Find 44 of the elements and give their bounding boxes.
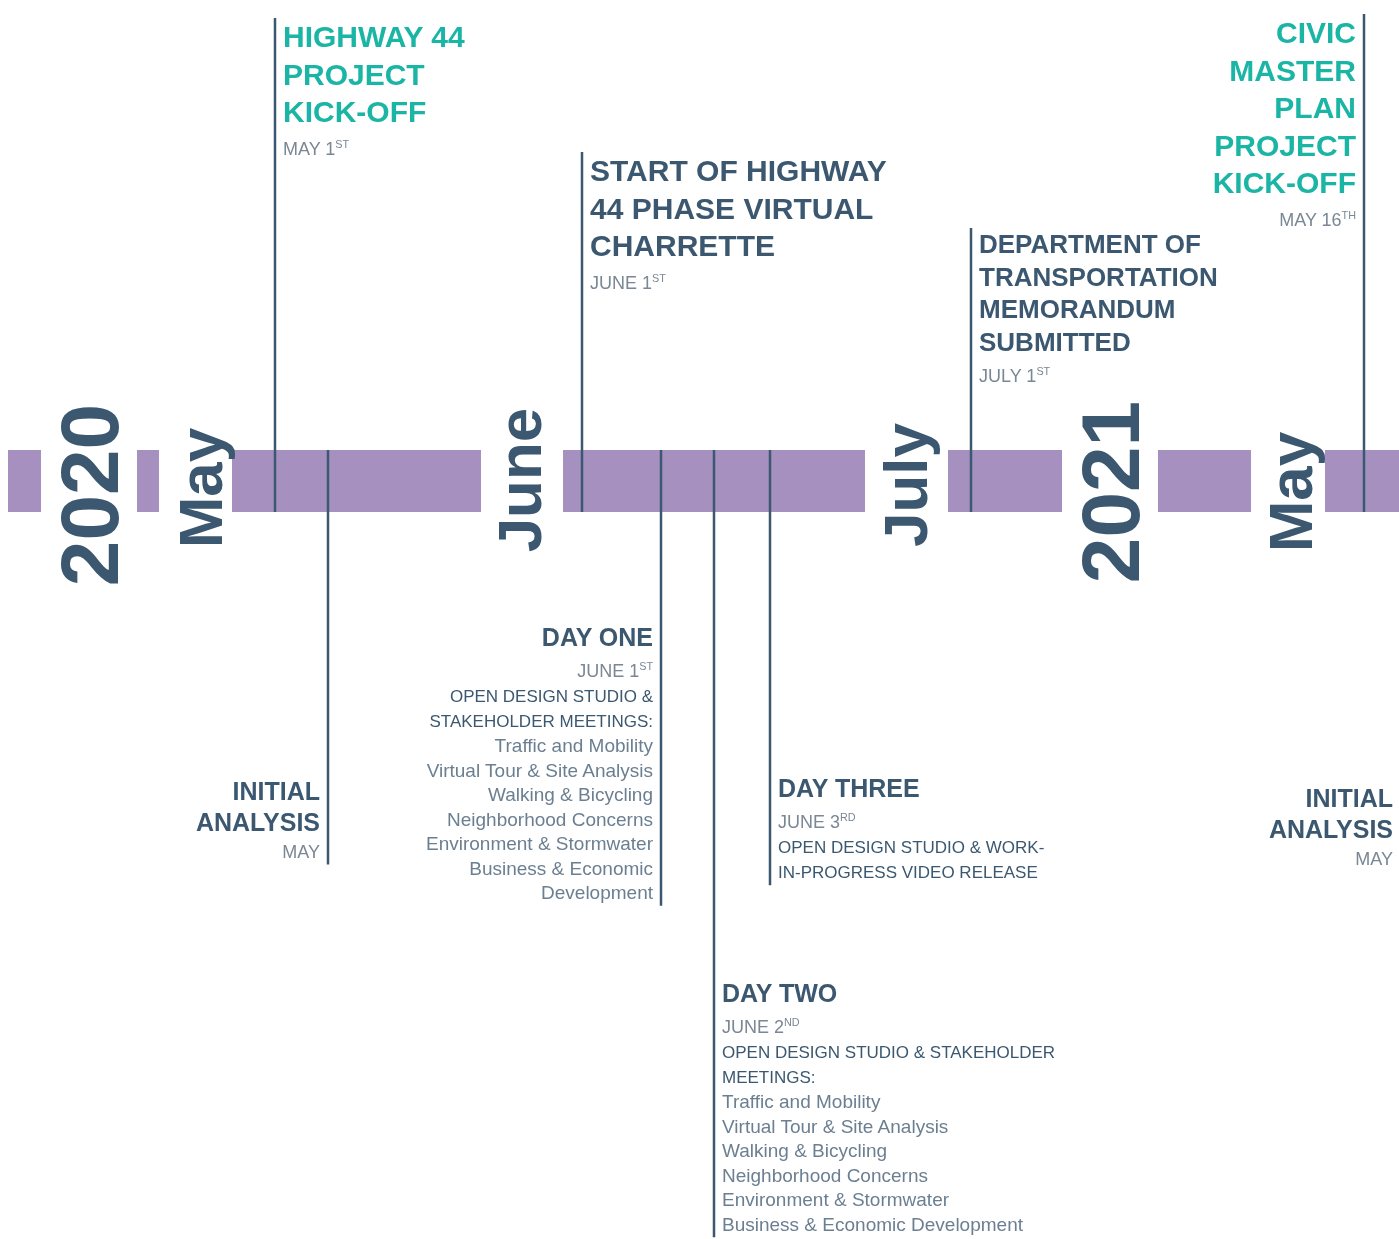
event-subtitle: OPEN DESIGN STUDIO & WORK-IN-PROGRESS VIDEO RELEASE xyxy=(778,837,1046,885)
leader-line xyxy=(1362,14,1366,512)
period-label: 2020 xyxy=(49,403,131,587)
event-date: JUNE 1$^{ST}$ xyxy=(576,659,653,684)
leader-line xyxy=(969,228,973,512)
event-subtitle: OPEN DESIGN STUDIO & STAKEHOLDER MEETINGS: xyxy=(722,1042,1057,1090)
topic-item: Environment & Stormwater xyxy=(424,832,653,857)
topic-item: Business & Economic Development xyxy=(722,1212,1024,1237)
event-date: MAY 1$^{ST}$ xyxy=(283,136,351,161)
topic-item: Walking & Bicycling xyxy=(486,783,653,808)
topic-item: Traffic and Mobility xyxy=(722,1090,882,1115)
event-title: CIVIC MASTER PLAN PROJECT KICK-OFF xyxy=(1211,15,1356,201)
event-date: MAY xyxy=(1354,847,1393,871)
event-title: DAY ONE xyxy=(540,622,653,653)
topic-item: Business & Economic Development xyxy=(468,856,653,906)
period-label: June xyxy=(489,407,551,553)
topic-item: Virtual Tour & Site Analysis xyxy=(722,1114,950,1139)
period-label: 2021 xyxy=(1070,400,1152,584)
event-title: DEPARTMENT OF TRANSPORTATION MEMORANDUM SUBMITTED xyxy=(979,228,1219,358)
topic-item: Neighborhood Concerns xyxy=(446,807,653,832)
topic-item: Neighborhood Concerns xyxy=(722,1163,929,1188)
event-date: MAY 16$^{TH}$ xyxy=(1278,207,1356,232)
topic-item: Walking & Bicycling xyxy=(722,1139,889,1164)
event-date: JUNE 2$^{ND}$ xyxy=(722,1015,801,1040)
topic-item: Environment & Stormwater xyxy=(722,1188,951,1213)
leader-line xyxy=(712,450,716,1238)
event-subtitle: OPEN DESIGN STUDIO & STAKEHOLDER MEETINGS: xyxy=(428,686,653,734)
event-title: INITIAL ANALYSIS xyxy=(194,776,320,839)
leader-line xyxy=(273,18,277,512)
event-date: MAY xyxy=(281,840,320,864)
event-title: DAY TWO xyxy=(722,978,839,1009)
topic-item: Traffic and Mobility xyxy=(493,734,653,759)
event-date: JULY 1$^{ST}$ xyxy=(979,364,1052,388)
leader-line xyxy=(768,450,772,886)
event-date: JUNE 1$^{ST}$ xyxy=(590,270,667,295)
leader-line xyxy=(326,450,330,865)
leader-line xyxy=(659,450,663,906)
event-date: JUNE 3$^{RD}$ xyxy=(778,810,857,835)
event-title: START OF HIGHWAY 44 PHASE VIRTUAL CHARRETTE xyxy=(590,153,888,264)
event-title: HIGHWAY 44 PROJECT KICK-OFF xyxy=(283,19,466,130)
event-title: DAY THREE xyxy=(778,773,921,804)
leader-line xyxy=(580,152,584,512)
event-title: INITIAL ANALYSIS xyxy=(1267,783,1393,846)
topic-item: Virtual Tour & Site Analysis xyxy=(425,758,653,783)
